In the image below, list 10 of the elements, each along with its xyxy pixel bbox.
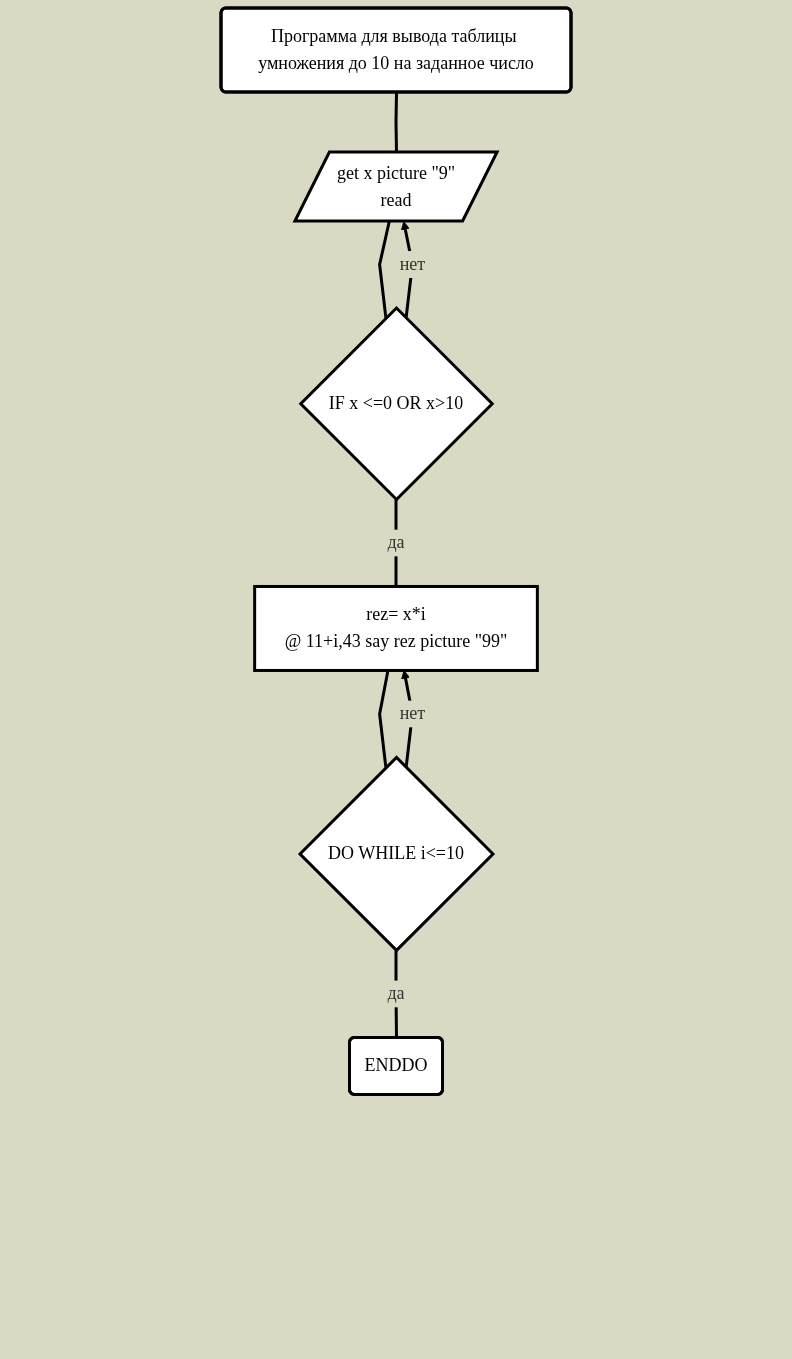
- edge-label: да: [387, 532, 405, 553]
- connector: [378, 670, 390, 768]
- node-diamond: IF x <=0 OR x>10: [298, 305, 495, 502]
- connector: [378, 221, 391, 319]
- edge-label: нет: [399, 254, 426, 274]
- connector: [394, 92, 398, 153]
- node-diamond: DO WHILE i<=10: [297, 755, 496, 953]
- edge-label: нет: [399, 703, 426, 724]
- edge-label: да: [387, 983, 405, 1004]
- node-box: rez= x*i @ 11+i,43 say rez picture "99": [253, 584, 539, 672]
